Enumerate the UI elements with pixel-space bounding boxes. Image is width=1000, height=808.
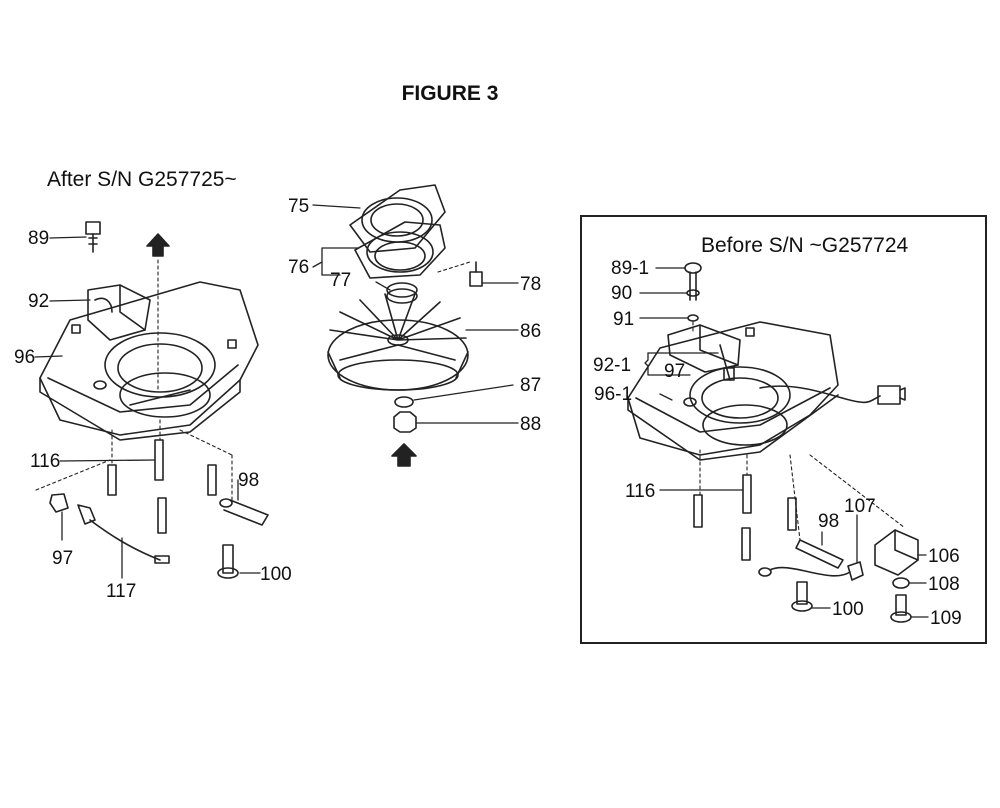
right-washer-90: [686, 289, 700, 297]
center-flywheel-86: [327, 293, 469, 391]
right-wire-98: [789, 454, 844, 569]
part-label-90: 90: [611, 283, 633, 304]
after-serial-label: After S/N G257725~: [47, 168, 237, 191]
center-bearing-77: [386, 282, 418, 304]
part-label-97-right: 97: [664, 361, 686, 382]
right-screw-109: [890, 594, 912, 623]
right-housing-96-1: [627, 321, 839, 461]
left-bolt-89: [85, 221, 101, 253]
part-label-86: 86: [520, 321, 542, 342]
right-screw-100: [791, 581, 813, 612]
part-label-96-1: 96-1: [594, 384, 633, 405]
part-label-77: 77: [330, 270, 352, 291]
part-label-89-1: 89-1: [611, 258, 650, 279]
part-label-100-right: 100: [832, 599, 864, 620]
part-label-92: 92: [28, 291, 50, 312]
part-label-97-left: 97: [52, 548, 74, 569]
part-label-89: 89: [28, 228, 50, 249]
part-label-75: 75: [288, 196, 310, 217]
part-label-116-left: 116: [30, 451, 61, 472]
left-up-arrow: [146, 233, 170, 391]
part-label-116-right: 116: [625, 481, 656, 502]
left-lead-117: [77, 504, 170, 564]
figure-title: FIGURE 3: [401, 82, 499, 105]
right-cord: [759, 385, 906, 405]
part-label-76: 76: [288, 257, 310, 278]
center-nut-88: [393, 411, 417, 433]
center-screw-78: [437, 261, 483, 287]
right-washer-108: [892, 577, 910, 589]
part-label-78: 78: [520, 274, 542, 295]
right-studs-116: [693, 449, 797, 561]
before-serial-inset: [580, 215, 987, 644]
part-label-87: 87: [520, 375, 542, 396]
left-studs-116: [107, 419, 217, 534]
part-label-100-left: 100: [260, 564, 292, 585]
part-label-98-left: 98: [238, 470, 260, 491]
left-wire-98: [179, 429, 269, 526]
center-washer-87: [394, 396, 414, 408]
part-label-92-1: 92-1: [593, 355, 632, 376]
part-label-108: 108: [928, 574, 960, 595]
part-label-91: 91: [613, 309, 635, 330]
part-label-98-right: 98: [818, 511, 840, 532]
right-coil-92-1: [667, 324, 741, 381]
before-serial-label: Before S/N ~G257724: [701, 234, 909, 257]
part-label-109: 109: [930, 608, 962, 629]
right-lead-107: [758, 561, 864, 581]
left-coil-92: [87, 284, 151, 341]
center-up-arrow: [391, 443, 417, 467]
part-label-107: 107: [844, 496, 876, 517]
left-clip-97: [35, 459, 111, 513]
part-label-88: 88: [520, 414, 542, 435]
part-label-117: 117: [106, 581, 137, 602]
left-housing-96: [39, 281, 259, 441]
right-module-106: [809, 454, 919, 576]
part-label-96: 96: [14, 347, 36, 368]
part-label-106: 106: [928, 546, 960, 567]
right-lockwasher-91: [687, 314, 699, 333]
center-plate-76: [354, 221, 446, 279]
left-screw-100: [217, 544, 239, 579]
